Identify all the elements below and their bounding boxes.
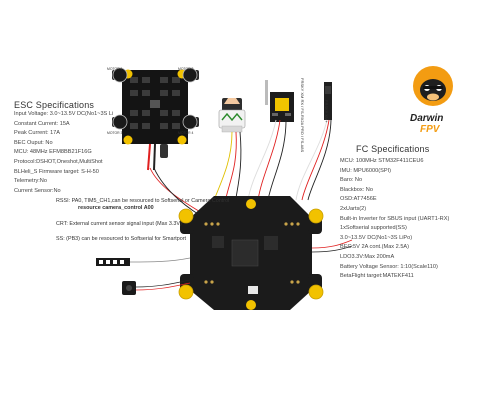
fc-spec-line: 3.0~13.5V DC(No1~3S LiPo): [340, 234, 413, 241]
fc-spec-line: 1xSoftserial supported(SS): [340, 225, 407, 232]
fc-standoff: [178, 208, 194, 224]
esc-spec-line: Current Sensor:No: [14, 187, 61, 194]
osd-chip: [212, 236, 224, 248]
fc-spec-line: Built-in Inverter for SBUS input (UART1-…: [340, 215, 450, 222]
fc-spec-line: IMU: MPU6000(SPI): [340, 167, 391, 174]
rssi-note-text: RSSI: PA0, TIM5_CH1,can be resourced to …: [56, 198, 230, 204]
capacitor: [160, 144, 168, 158]
rssi-note: RSSI: PA0, TIM5_CH1,can be resourced to …: [56, 198, 229, 212]
esc-standoff: [123, 135, 133, 145]
esc-specs: ESC Specifications Input Voltage: 3.0~13…: [14, 100, 164, 196]
fc-spec-line: Blackbox: No: [340, 186, 373, 193]
fc-spec-line: Battery Voltage Sensor: 1:10(Scale110): [340, 263, 438, 270]
logo-text-fpv: FPV: [420, 124, 440, 135]
esc-spec-line: Telemetry:No: [14, 178, 47, 185]
fc-spec-line: Baro: No: [340, 177, 363, 184]
led-strip: [96, 257, 191, 266]
motor4-icon: [182, 114, 198, 130]
esc-specs-title: ESC Specifications: [14, 100, 95, 110]
receiver-label-2: FRSKY XM RX / FS-RX2A PRO / FS-A8S: [300, 78, 305, 153]
logo-text-darwin: Darwin: [410, 113, 444, 124]
motor2-icon: [182, 67, 198, 83]
motor2-label: MOTOR 2: [178, 67, 194, 71]
fc-standoff-top: [246, 199, 256, 209]
fc-spec-line: MCU: 100MHz STM32F411CEU6: [340, 158, 424, 164]
receiver-square: [265, 80, 294, 122]
fc-spec-line: BetaFlight target:MATEKF411: [340, 273, 414, 280]
esc-board: [112, 67, 199, 171]
ss-note: SS: (PB3) can be resourced to Softserial…: [56, 236, 187, 242]
imu-chip: [264, 236, 278, 250]
fc-specs-title: FC Specifications: [356, 144, 430, 154]
fc-standoff: [308, 284, 324, 300]
receiver-label-1: FRSKY XM+: [324, 100, 329, 123]
fc-spec-line: OSD:AT7456E: [340, 196, 377, 203]
fc-standoff: [308, 208, 324, 224]
esc-standoff: [177, 135, 187, 145]
motor3-label: MOTOR 3: [107, 131, 123, 135]
fc-standoff-bottom: [246, 300, 256, 310]
fc-spec-line: BEC:5V 2A cont.(Max 2.5A): [340, 244, 410, 251]
crt-note: CRT: External current sensor signal inpu…: [56, 221, 182, 227]
esc-spec-line: BLHeli_S Firmware target: S-H-50: [14, 168, 99, 175]
fc-standoff: [178, 284, 194, 300]
buzzer: [122, 279, 191, 295]
fc-board: [178, 196, 324, 310]
rssi-note-bold: resource camera_control A00: [78, 205, 154, 211]
esc-spec-line: Peak Current: 17A: [14, 130, 61, 137]
fc-specs: FC Specifications MCU: 100MHz STM32F411C…: [340, 144, 495, 282]
esc-spec-line: MCU: 48MHz EFM8BB21F16G: [14, 149, 92, 156]
receiver-narrow: [324, 82, 332, 120]
fpv-camera: [218, 98, 246, 133]
fc-spec-line: LDO3.3V:Max 200mA: [340, 253, 395, 260]
fc-spec-line: 2xUarts(2): [340, 205, 367, 212]
motor1-icon: [112, 67, 128, 83]
darwin-fpv-logo: [413, 66, 453, 106]
esc-spec-line: BEC Ouput: No: [14, 139, 53, 146]
motor1-label: MOTOR 1: [107, 67, 123, 71]
usb-port: [248, 286, 258, 294]
motor3-icon: [112, 114, 128, 130]
esc-spec-line: Input Voltage: 3.0~13.5V DC(No1~3S Li: [14, 111, 114, 117]
esc-spec-line: Constant Current: 15A: [14, 120, 70, 127]
motor4-label: MOTOR 4: [178, 131, 194, 135]
esc-spec-line: Protocol:DSHOT,Oneshot,MultiShot: [14, 158, 103, 165]
mcu-chip: [231, 239, 259, 267]
